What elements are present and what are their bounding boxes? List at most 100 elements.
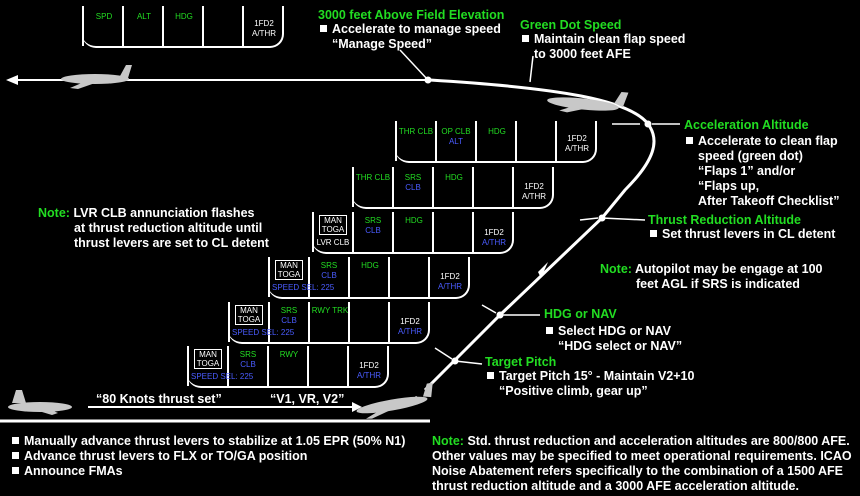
fma-lateral-mode: HDG <box>175 12 193 21</box>
fma-vertical-mode: SRS <box>364 216 382 225</box>
fma-vertical-mode: SRS <box>280 306 298 315</box>
fma-lvr-clb-annunciation: LVR CLB <box>316 238 350 247</box>
hdg-nav-annotation: HDG or NAV Select HDG or NAV “HDG select… <box>544 307 682 354</box>
fma-vertical-mode: ALT <box>136 12 152 21</box>
fma-fd-status: 1FD2 <box>524 182 544 191</box>
fma-athr-status: A/THR <box>482 238 506 247</box>
acc-bullet-line: “Flaps 1” and/or <box>698 164 796 178</box>
procedure-item: Announce FMAs <box>24 464 123 478</box>
fma-speed-select: SPEED SEL: 225 <box>191 372 254 381</box>
fma-fd-status: 1FD2 <box>359 361 379 370</box>
hdg-callout: “HDG select or NAV” <box>558 339 683 353</box>
fma-vertical-mode: SRS <box>404 173 422 182</box>
fma-vertical-armed: CLB <box>321 271 337 280</box>
note-line: thrust reduction altitude and a 3000 AFE… <box>432 479 799 493</box>
lvr-clb-note: Note: LVR CLB annunciation flashes at th… <box>38 206 269 251</box>
acc-bullet: Accelerate to clean flap <box>698 134 838 148</box>
fma-athr-status: A/THR <box>398 327 422 336</box>
procedure-item: Advance thrust levers to FLX or TO/GA po… <box>24 449 308 463</box>
leader-line <box>481 304 497 314</box>
note-line: thrust levers are set to CL detent <box>74 236 269 250</box>
hdg-title: HDG or NAV <box>544 307 617 321</box>
fma-athr-status: A/THR <box>522 192 546 201</box>
note-label: Note: <box>38 206 70 220</box>
tp-title: Target Pitch <box>485 355 557 369</box>
acceleration-annotation: Acceleration Altitude Accelerate to clea… <box>684 118 839 209</box>
acc-bullet-line: After Takeoff Checklist” <box>698 194 840 208</box>
fma-athr-status: A/THR <box>252 29 276 38</box>
fma-vertical-armed: CLB <box>281 316 297 325</box>
aircraft-icon <box>8 390 72 415</box>
gds-bullet: Maintain clean flap speed <box>534 32 686 46</box>
standard-altitudes-note: Note: Std. thrust reduction and accelera… <box>432 434 858 494</box>
fma-fd-status: 1FD2 <box>400 317 420 326</box>
fma-vertical-mode: SRS <box>239 350 257 359</box>
aircraft-icon <box>356 382 433 419</box>
acc-bullet-line: speed (green dot) <box>698 149 803 163</box>
fma-lateral-mode: HDG <box>405 216 423 225</box>
tp-bullet: Target Pitch 15° - Maintain V2+10 <box>499 369 695 383</box>
fma-vertical-armed: CLB <box>405 183 421 192</box>
autopilot-note: Note: Autopilot may be engage at 100 fee… <box>600 262 823 292</box>
fma-thrust-mode: THR CLB <box>355 173 391 182</box>
fma-fd-status: 1FD2 <box>440 272 460 281</box>
thr-bullet: Set thrust levers in CL detent <box>662 227 836 241</box>
fma-thrust-mode: THR CLB <box>398 127 434 136</box>
note-label: Note: <box>432 434 464 448</box>
fma-athr-status: A/THR <box>438 282 462 291</box>
fma-box-op-clb: THR CLB OP CLB ALT HDG 1FD2 A/THR <box>395 121 597 163</box>
note-line: Std. thrust reduction and acceleration a… <box>467 434 850 448</box>
acc-title: Acceleration Altitude <box>684 118 809 132</box>
acceleration-marker <box>644 120 652 128</box>
thr-title: Thrust Reduction Altitude <box>648 213 801 227</box>
fma-vertical-mode: OP CLB <box>441 127 471 136</box>
green-dot-annotation: Green Dot Speed Maintain clean flap spee… <box>520 18 685 62</box>
fma-vertical-armed: CLB <box>240 360 256 369</box>
fma-speed-select: SPEED SEL: 225 <box>272 283 335 292</box>
acc-bullet-line: “Flaps up, <box>698 179 760 193</box>
fma-speed-select: SPEED SEL: 225 <box>232 328 295 337</box>
fma-fd-status: 1FD2 <box>484 228 504 237</box>
tp-callout: “Positive climb, gear up” <box>499 384 648 398</box>
cruise-arrow-head <box>6 75 18 85</box>
climb-arrow-head <box>538 262 548 278</box>
knots-callout: “80 Knots thrust set” <box>96 392 222 406</box>
note-line: Autopilot may be engage at 100 <box>634 262 823 276</box>
note-line: LVR CLB annunciation flashes <box>73 206 255 220</box>
fma-athr-status: A/THR <box>565 144 589 153</box>
leader-line <box>399 49 429 81</box>
note-line: Other values may be specified to meet op… <box>432 449 852 463</box>
fma-fd-status: 1FD2 <box>567 134 587 143</box>
afe-annotation: 3000 feet Above Field Elevation Accelera… <box>318 8 504 52</box>
note-line: feet AGL if SRS is indicated <box>636 277 800 291</box>
leader-line <box>601 217 646 221</box>
fma-speed-mode: SPD <box>95 12 113 21</box>
afe-title: 3000 feet Above Field Elevation <box>318 8 505 22</box>
fma-lateral-mode: HDG <box>361 261 379 270</box>
afe-bullet: Accelerate to manage speed <box>332 22 501 36</box>
aircraft-icon <box>547 91 629 113</box>
leader-line <box>434 347 453 360</box>
gds-bullet-cont: to 3000 feet AFE <box>534 47 631 61</box>
fma-lateral-mode: RWY TRK <box>311 306 349 315</box>
fma-athr-status: A/THR <box>357 371 381 380</box>
thrust-reduction-annotation: Thrust Reduction Altitude Set thrust lev… <box>648 213 835 242</box>
fma-lateral-mode: HDG <box>488 127 506 136</box>
leader-line <box>529 55 534 83</box>
leader-line <box>454 360 483 365</box>
fma-lateral-mode: HDG <box>445 173 463 182</box>
fma-vertical-armed: CLB <box>365 226 381 235</box>
procedure-item: Manually advance thrust levers to stabil… <box>24 434 406 448</box>
gds-title: Green Dot Speed <box>520 18 622 32</box>
fma-fd-status: 1FD2 <box>254 19 274 28</box>
note-label: Note: <box>600 262 632 276</box>
aircraft-icon <box>61 65 132 89</box>
